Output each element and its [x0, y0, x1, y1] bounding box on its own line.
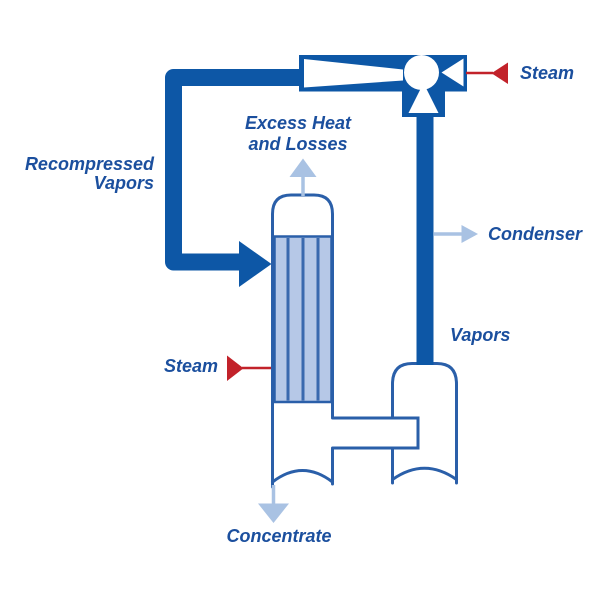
suction-nozzle-cone: [408, 83, 439, 113]
connecting-duct: [332, 416, 420, 450]
separator-bottom-break: [391, 466, 458, 481]
excess-heat-line1: Excess Heat: [245, 113, 352, 133]
excess-heat-line2: and Losses: [248, 134, 347, 154]
steam-left-arrowhead-icon: [227, 355, 244, 381]
vapors-pipe: [416, 100, 434, 365]
evaporator-vessel: [271, 193, 334, 489]
diffuser-cone: [304, 59, 403, 88]
evaporator-bottom-break: [271, 469, 334, 484]
recompressed-vapors-line: [165, 69, 301, 287]
steam-inlet-top: Steam: [466, 62, 574, 84]
vent-arrowhead-icon: [289, 158, 317, 177]
recompressed-vapors-arrowhead-icon: [239, 241, 272, 287]
vapors-label: Vapors: [450, 325, 510, 345]
mixing-chamber: [404, 55, 439, 90]
steam-top-label: Steam: [520, 63, 574, 83]
condenser-label: Condenser: [488, 224, 583, 244]
tube-divider: [286, 238, 290, 401]
condenser-arrowhead-icon: [461, 225, 478, 243]
tube-divider: [301, 238, 305, 401]
tube-divider: [316, 238, 320, 401]
recompressed-vapors-pipe: [165, 69, 301, 271]
excess-heat-vent: Excess Heat and Losses: [245, 113, 352, 196]
steam-nozzle-cone: [441, 58, 464, 87]
thermocompressor: [299, 55, 467, 117]
concentrate-arrowhead-icon: [258, 503, 289, 523]
concentrate-label: Concentrate: [226, 526, 331, 546]
concentrate-outlet: Concentrate: [226, 485, 332, 546]
steam-top-arrowhead-icon: [491, 62, 508, 84]
steam-left-label: Steam: [164, 356, 218, 376]
steam-inlet-left: Steam: [164, 355, 271, 381]
condenser-outlet: Condenser: [434, 224, 583, 244]
recompressed-vapors-label: Recompressed Vapors: [25, 154, 155, 193]
recompressed-vapors-line1: Recompressed: [25, 154, 155, 174]
recompressed-vapors-line2: Vapors: [94, 173, 154, 193]
